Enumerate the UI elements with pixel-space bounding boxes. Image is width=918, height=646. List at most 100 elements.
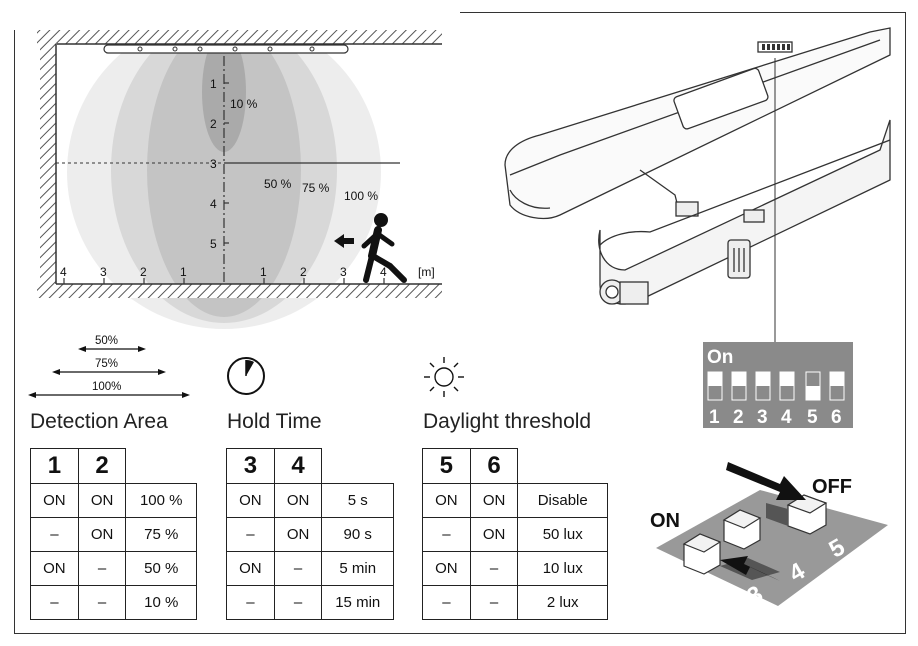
closeup-off-label: OFF [812,476,852,498]
hold-time-title: Hold Time [227,410,322,433]
walking-person-icon [361,213,407,283]
movement-arrow [334,234,354,248]
cell-a: ON [422,483,471,518]
arrow-label-50: 50% [95,335,118,347]
cell-b: ON [273,517,323,552]
cell-a: – [226,517,275,552]
clock-icon [227,357,265,395]
h-label-right-4: 4 [380,265,387,279]
h-label-left-1: 1 [180,265,187,279]
ceiling [37,30,442,44]
floor [37,284,442,298]
cell-a: ON [226,483,275,518]
daylight-threshold-title: Daylight threshold [423,410,592,433]
arrow-label-100: 100% [92,381,121,393]
detection-area-title: Detection Area [30,410,168,433]
dip-on-label: On [707,347,733,368]
switch-col-4: 4 [273,448,323,484]
table-row: ON–5 min [226,551,394,586]
switch-col-2: 2 [77,448,127,484]
cell-b: – [77,585,127,620]
cell-a: – [422,585,471,620]
cell-b: – [77,551,127,586]
header-blank [321,448,394,484]
zone-label-50: 50 % [264,177,292,191]
zone-label-10: 10 % [230,97,258,111]
cell-value: 5 min [321,551,394,586]
dip-switch-panel [703,342,853,428]
cell-b: – [469,585,519,620]
cell-value: 10 lux [517,551,608,586]
h-label-right-2: 2 [300,265,307,279]
cell-a: – [30,585,79,620]
switch-col-5: 5 [422,448,471,484]
cell-value: 10 % [125,585,197,620]
cell-value: 15 min [321,585,394,620]
h-label-right-1: 1 [260,265,267,279]
h-label-left-2: 2 [140,265,147,279]
v-label-5: 5 [210,237,217,251]
v-label-1: 1 [210,77,217,91]
switch-col-3: 3 [226,448,275,484]
h-label-left-4: 4 [60,265,67,279]
cell-value: 90 s [321,517,394,552]
h-label-right-3: 3 [340,265,347,279]
cell-value: Disable [517,483,608,518]
cell-b: – [273,585,323,620]
dip-number-6: 6 [831,407,842,428]
sun-icon [424,357,464,397]
dip-number-2: 2 [733,407,744,428]
cell-a: ON [30,483,79,518]
header-blank [125,448,197,484]
dip-number-3: 3 [757,407,768,428]
cell-b: ON [273,483,323,518]
table-header-row: 1 2 [30,448,197,484]
cell-b: ON [469,483,519,518]
cell-b: – [273,551,323,586]
cell-b: – [469,551,519,586]
table-header-row: 5 6 [422,448,608,484]
cell-a: – [30,517,79,552]
cell-a: – [422,517,471,552]
cell-a: – [226,585,275,620]
cell-a: ON [226,551,275,586]
zone-label-100: 100 % [344,189,378,203]
cell-a: ON [30,551,79,586]
arrow-label-75: 75% [95,358,118,370]
h-label-left-3: 3 [100,265,107,279]
left-wall [40,44,56,284]
switch-col-1: 1 [30,448,79,484]
closeup-on-label: ON [650,510,680,532]
header-blank [517,448,608,484]
cell-value: 5 s [321,483,394,518]
cell-b: ON [77,483,127,518]
v-label-3: 3 [210,157,217,171]
zone-label-75: 75 % [302,181,330,195]
cell-value: 50 lux [517,517,608,552]
switch-col-6: 6 [469,448,519,484]
unit-label: [m] [418,265,435,279]
cell-value: 50 % [125,551,197,586]
table-row: ––10 % [30,585,197,620]
cell-value: 75 % [125,517,197,552]
cell-value: 100 % [125,483,197,518]
dip-number-1: 1 [709,407,720,428]
v-label-4: 4 [210,197,217,211]
cell-a: ON [422,551,471,586]
dip-number-5: 5 [807,407,818,428]
lamp-fixture [103,44,349,54]
cell-value: 2 lux [517,585,608,620]
table-row: ON–50 % [30,551,197,586]
dip-number-4: 4 [781,407,792,428]
table-row: ON–10 lux [422,551,608,586]
